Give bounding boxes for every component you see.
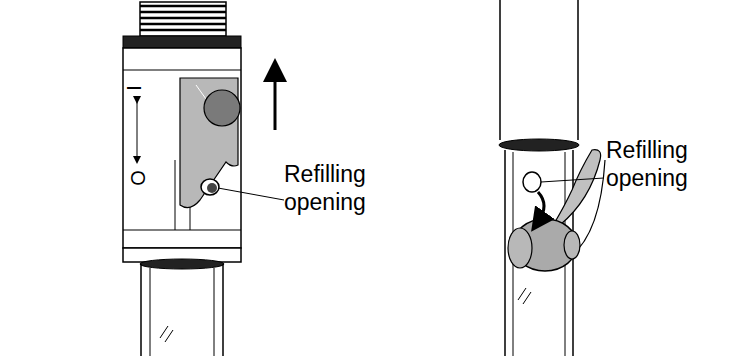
closing-cap: [508, 219, 580, 271]
callout-label: Refilling opening: [284, 160, 404, 216]
scale-mark: O: [128, 170, 148, 186]
callout-label: Refilling opening: [606, 136, 726, 192]
refilling-opening: [523, 172, 541, 192]
scale-mark: I: [124, 85, 144, 91]
cap-strap: [555, 150, 601, 225]
thread: [140, 2, 226, 36]
electrode-body: [123, 48, 241, 248]
collar-ring: [123, 36, 241, 48]
sleeve-knob: [204, 90, 240, 126]
refilling-opening: [201, 179, 219, 195]
